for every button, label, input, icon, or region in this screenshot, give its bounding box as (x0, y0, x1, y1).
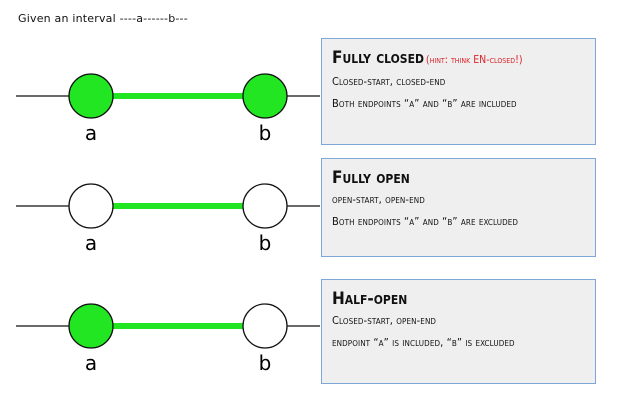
interval-row-half-open: a b (16, 303, 320, 375)
endpoint-a-label: a (85, 351, 97, 375)
title-text: Half-open (332, 289, 408, 309)
hint-text: (hint: think EN-closed!) (425, 54, 523, 66)
fully-open-description: Fully open open-start, open-end Both end… (321, 158, 596, 257)
interval-row-open: a b (16, 183, 320, 255)
endpoint-b-closed (242, 73, 288, 119)
endpoint-b-label: b (259, 231, 272, 255)
interval-endpoints-text: endpoint “a” is included, “b” is exclude… (332, 336, 515, 349)
diagram-caption: Given an interval ----a------b--- (18, 12, 188, 25)
interval-bounds-text: open-start, open-end (332, 193, 425, 206)
endpoint-b-open (242, 303, 288, 349)
interval-endpoints-text: Both endpoints “a” and “b” are excluded (332, 215, 519, 228)
title-text: Fully open (332, 168, 410, 188)
endpoint-a-closed (68, 303, 114, 349)
endpoint-a-label: a (85, 231, 97, 255)
title-text: Fully closed (332, 48, 424, 68)
endpoint-b-label: b (259, 121, 272, 145)
half-open-description: Half-open Closed-start, open-end endpoin… (321, 279, 596, 384)
fully-closed-description: Fully closed(hint: think EN-closed!) Clo… (321, 38, 596, 145)
endpoint-a-closed (68, 73, 114, 119)
endpoint-b-label: b (259, 351, 272, 375)
interval-title: Half-open (332, 288, 585, 310)
endpoint-a-open (68, 183, 114, 229)
endpoint-a-label: a (85, 121, 97, 145)
interval-title: Fully closed(hint: think EN-closed!) (332, 47, 585, 71)
interval-bounds-text: Closed-start, closed-end (332, 75, 446, 88)
interval-title: Fully open (332, 167, 585, 189)
interval-endpoints-text: Both endpoints “a” and “b” are included (332, 97, 517, 110)
endpoint-b-open (242, 183, 288, 229)
interval-row-closed: a b (16, 73, 320, 145)
interval-bounds-text: Closed-start, open-end (332, 314, 437, 327)
